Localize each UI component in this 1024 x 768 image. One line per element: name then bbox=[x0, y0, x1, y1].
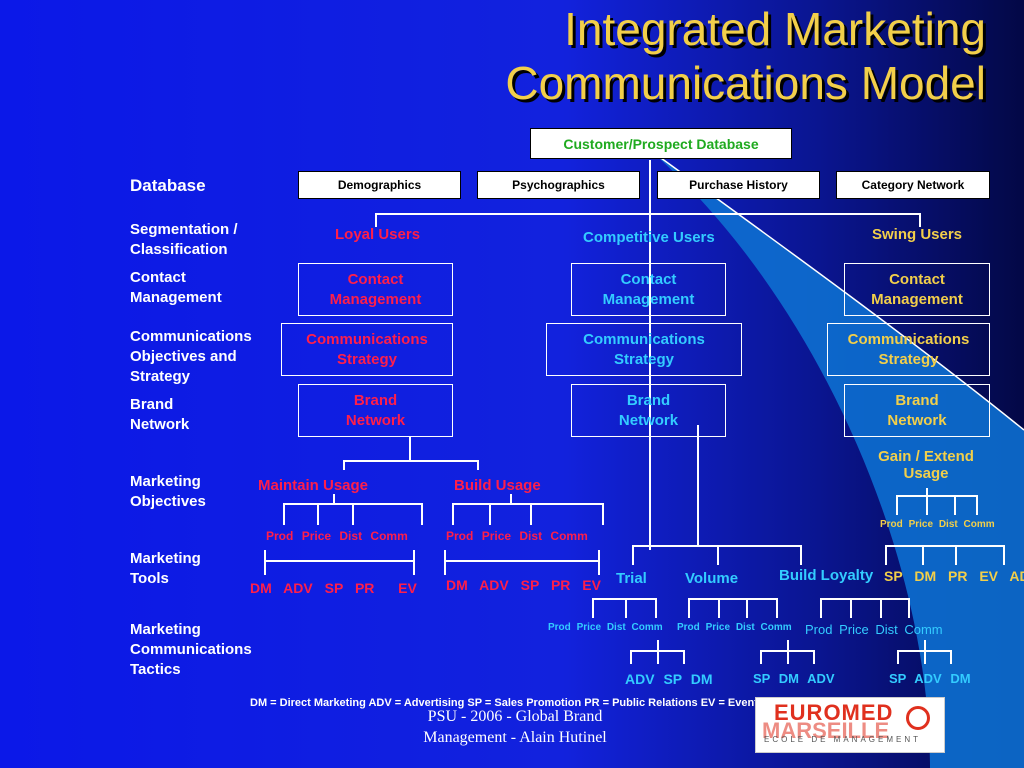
objective-maintain-usage: Maintain Usage bbox=[258, 477, 369, 494]
tools-maintain: DM ADV SP PR EV bbox=[250, 580, 417, 596]
segment-swing-users: Swing Users bbox=[872, 226, 963, 243]
objective-volume: Volume bbox=[685, 570, 739, 587]
title-line-2: Communications Model bbox=[505, 57, 986, 109]
tactics-volume: SP DM ADV bbox=[753, 671, 835, 686]
abbreviation-legend: DM = Direct Marketing ADV = Advertising … bbox=[250, 697, 813, 709]
mix-swing: Prod Price Dist Comm bbox=[880, 519, 995, 530]
customer-database-box: Customer/Prospect Database bbox=[530, 128, 792, 159]
objective-trial: Trial bbox=[616, 570, 647, 587]
logo-text-1: EUROMED bbox=[774, 700, 894, 725]
row-label-segmentation: Segmentation /Classification bbox=[130, 221, 238, 258]
tools-build: DM ADV SP PR EV bbox=[446, 577, 601, 593]
slide-footer: PSU - 2006 - Global Brand Management - A… bbox=[423, 708, 607, 746]
objective-build-loyalty: Build Loyalty bbox=[779, 567, 874, 584]
mix-loyalty: Prod Price Dist Comm bbox=[805, 622, 943, 637]
mix-trial: Prod Price Dist Comm bbox=[548, 622, 663, 633]
euromed-logo: EUROMED MARSEILLE ECOLE DE MANAGEMENT bbox=[755, 697, 945, 753]
psychographics-box: Psychographics bbox=[477, 171, 640, 199]
segment-competitive-users: Competitive Users bbox=[583, 229, 715, 246]
objective-build-usage: Build Usage bbox=[454, 477, 541, 494]
mix-volume: Prod Price Dist Comm bbox=[677, 622, 792, 633]
tactics-trial: ADV SP DM bbox=[625, 671, 713, 687]
logo-tagline: ECOLE DE MANAGEMENT bbox=[764, 735, 922, 744]
demographics-box: Demographics bbox=[298, 171, 461, 199]
logo-text-2: MARSEILLE bbox=[762, 718, 890, 743]
logo-emblem-icon bbox=[906, 706, 930, 730]
segment-loyal-users: Loyal Users bbox=[335, 226, 421, 243]
mix-build: Prod Price Dist Comm bbox=[446, 529, 588, 543]
title-line-1: Integrated Marketing bbox=[564, 3, 986, 55]
tools-swing: SP DM PR EV AD bbox=[884, 568, 1024, 584]
slide-title: Integrated Marketing Communications Mode… bbox=[505, 2, 986, 110]
category-network-box: Category Network bbox=[836, 171, 990, 199]
tactics-loyalty: SP ADV DM bbox=[889, 671, 971, 686]
purchase-history-box: Purchase History bbox=[657, 171, 820, 199]
mix-maintain: Prod Price Dist Comm bbox=[266, 529, 408, 543]
row-label-database: Database bbox=[130, 176, 206, 195]
